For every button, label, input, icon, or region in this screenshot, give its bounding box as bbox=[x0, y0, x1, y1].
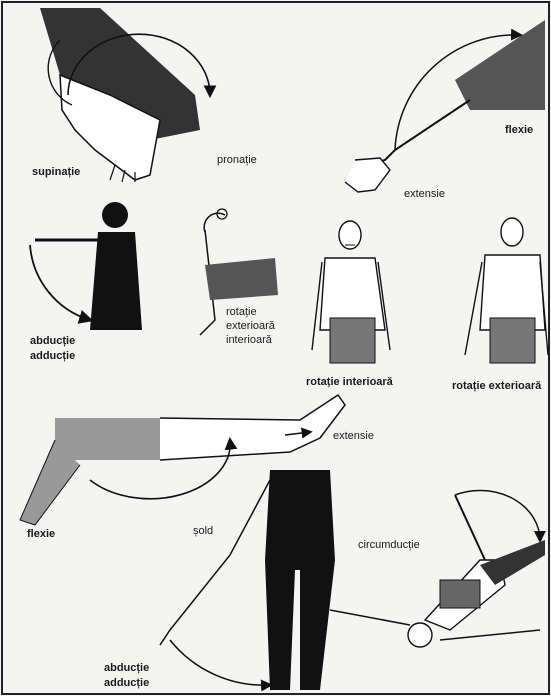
label-extensie-top: extensie bbox=[404, 188, 445, 200]
torso-external-rotation-illustration bbox=[465, 218, 548, 363]
label-supinatie: supinație bbox=[32, 166, 80, 178]
hip-abduction-illustration bbox=[160, 470, 335, 690]
label-adductie-2: adducție bbox=[104, 677, 149, 689]
shoulder-abduction-illustration bbox=[30, 202, 142, 330]
label-rotatie-exterioara-arm: exterioară bbox=[226, 320, 275, 332]
label-circumductie: circumducție bbox=[358, 539, 420, 551]
label-flexie-top: flexie bbox=[505, 124, 533, 136]
label-rotatie-interioara: rotație interioară bbox=[306, 376, 393, 388]
torso-internal-rotation-illustration bbox=[312, 221, 390, 363]
label-adductie-1: adducție bbox=[30, 350, 75, 362]
label-rotatie-interioara-arm: interioară bbox=[226, 334, 272, 346]
arm-flexion-illustration bbox=[345, 20, 545, 192]
label-rotatie-arm: rotație bbox=[226, 306, 257, 318]
circumduction-illustration bbox=[330, 490, 545, 647]
label-flexie-leg: flexie bbox=[27, 528, 55, 540]
label-pronatie: pronație bbox=[217, 154, 257, 166]
label-extensie-leg: extensie bbox=[333, 430, 374, 442]
forearm-rotation-illustration bbox=[40, 8, 210, 182]
label-abductie-2: abducție bbox=[104, 662, 149, 674]
label-rotatie-exterioara: rotație exterioară bbox=[452, 380, 551, 392]
label-abductie-1: abducție bbox=[30, 335, 75, 347]
label-sold: șold bbox=[193, 525, 213, 537]
